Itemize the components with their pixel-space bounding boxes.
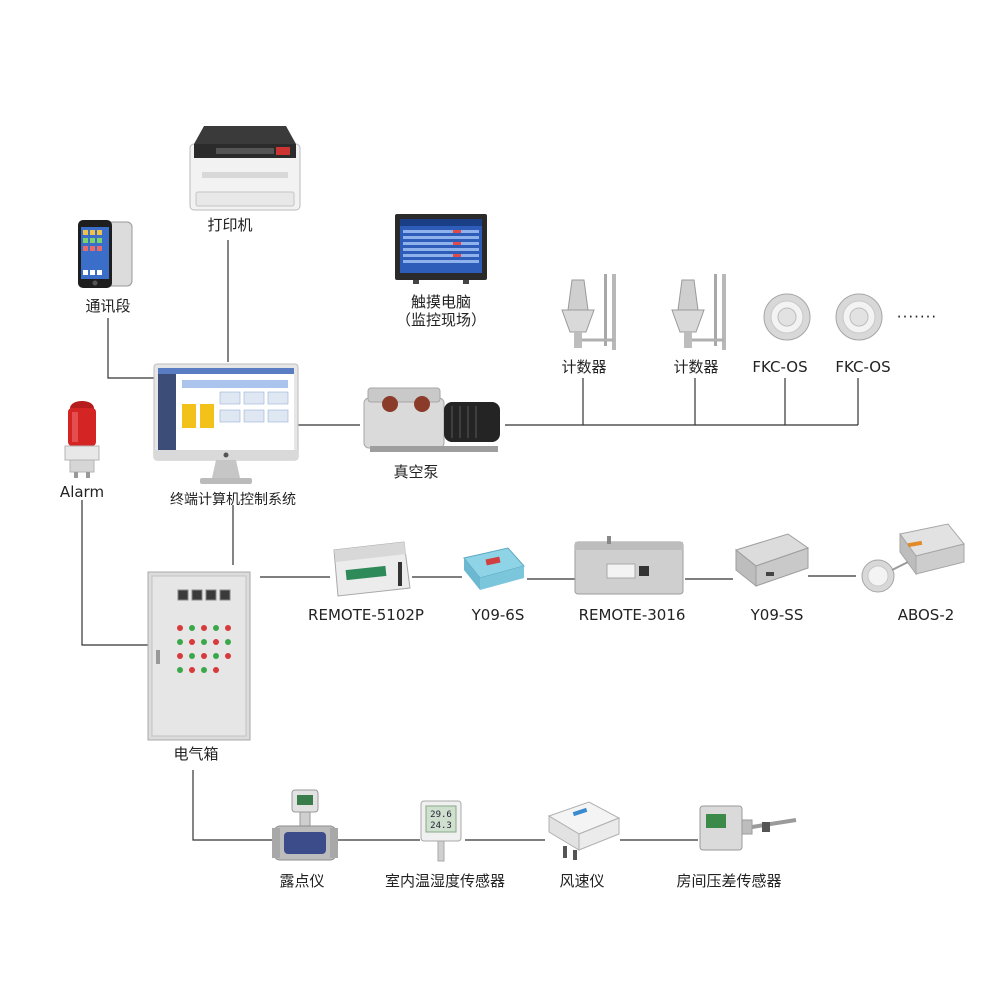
fkc-2-label: FKC-OS xyxy=(835,358,891,376)
dew-point-label: 露点仪 xyxy=(279,872,325,890)
printer-icon xyxy=(189,126,301,211)
touch-monitor-icon xyxy=(395,214,487,284)
more-devices-ellipsis: ······· xyxy=(896,308,938,326)
touch-pc-label-line1: 触摸电脑 xyxy=(410,293,472,311)
fkc-sensor-icon-1 xyxy=(763,293,811,341)
electric-box-label: 电气箱 xyxy=(173,745,219,763)
alarm-light-icon xyxy=(64,401,100,478)
y09-6s-icon xyxy=(463,547,525,590)
vacuum-pump-icon xyxy=(363,387,500,452)
terminal-label: 终端计算机控制系统 xyxy=(170,492,296,508)
electric-cabinet-icon xyxy=(147,571,251,741)
particle-counter-probe-icon-2 xyxy=(671,274,726,350)
room-pressure-sensor-icon xyxy=(699,805,797,851)
vacuum-pump-label: 真空泵 xyxy=(393,463,439,481)
remote-5102p-icon xyxy=(333,541,411,597)
phone-label: 通讯段 xyxy=(85,297,131,315)
y09-ss-label: Y09-SS xyxy=(750,606,804,624)
particle-counter-probe-icon-1 xyxy=(561,274,616,350)
alarm-label: Alarm xyxy=(59,483,105,501)
sensor-display-top: 29.6 xyxy=(430,810,452,820)
smartphone-icon xyxy=(78,220,133,288)
counter-1-label: 计数器 xyxy=(561,358,607,376)
fkc-1-label: FKC-OS xyxy=(752,358,808,376)
y09-ss-icon xyxy=(734,533,810,588)
fkc-sensor-icon-2 xyxy=(835,293,883,341)
dew-point-meter-icon xyxy=(272,789,338,861)
abos-2-icon xyxy=(861,523,965,593)
touch-pc-label: 触摸电脑 （监控现场） xyxy=(396,293,486,329)
temperature-humidity-sensor-icon: 29.6 24.3 xyxy=(420,800,462,862)
sensor-display-bottom: 24.3 xyxy=(430,821,452,831)
y09-6s-label: Y09-6S xyxy=(471,606,525,624)
anemometer-label: 风速仪 xyxy=(559,872,605,890)
remote-3016-label: REMOTE-3016 xyxy=(578,606,686,624)
touch-pc-label-line2: （监控现场） xyxy=(395,311,487,329)
anemometer-icon xyxy=(547,801,621,860)
terminal-computer-icon xyxy=(153,363,299,484)
indoor-th-label: 室内温湿度传感器 xyxy=(384,872,506,890)
remote-3016-icon xyxy=(574,536,684,595)
room-dp-label: 房间压差传感器 xyxy=(676,872,782,890)
counter-2-label: 计数器 xyxy=(673,358,719,376)
remote-5102p-label: REMOTE-5102P xyxy=(308,606,424,624)
abos-2-label: ABOS-2 xyxy=(897,606,955,624)
printer-label: 打印机 xyxy=(207,216,253,234)
